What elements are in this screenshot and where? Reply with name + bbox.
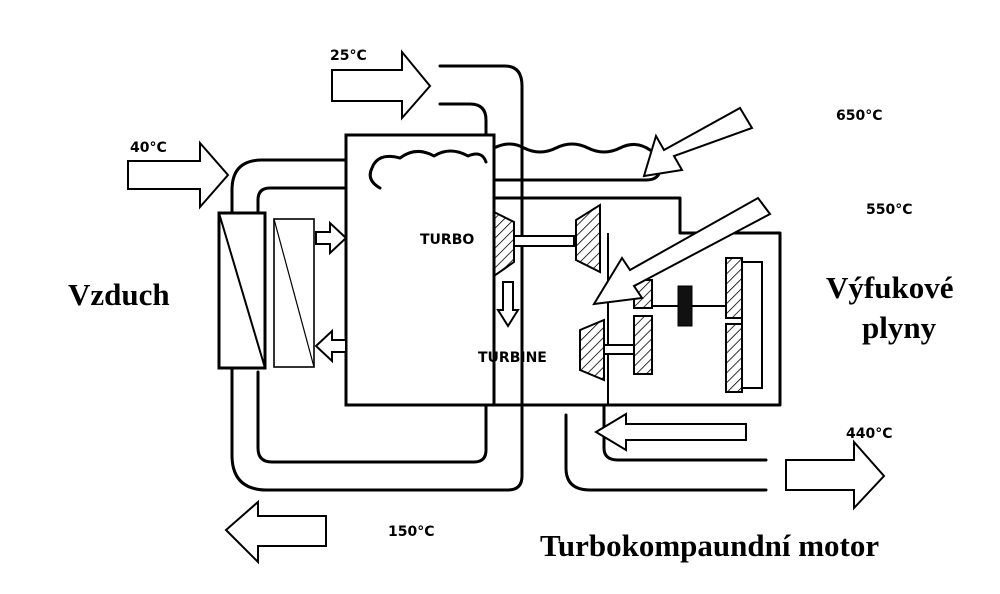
exhaust-pipe-outer [564, 413, 768, 492]
label-air: Vzduch [68, 277, 170, 312]
turbo-compressor-wheel [493, 210, 515, 278]
diagram-title: Turbokompaundní motor [540, 528, 879, 563]
arrow-440c-out [785, 439, 886, 511]
power-turbine-shaft [603, 344, 635, 355]
engine-block [344, 133, 496, 407]
arrow-650c-in [642, 106, 754, 178]
intake-pipe-lower [256, 370, 488, 464]
gear-large-upper [725, 257, 743, 319]
return-pipe-outer [230, 366, 524, 492]
gear-small-mid [633, 315, 653, 375]
exhaust-manifold-wave [492, 142, 662, 182]
label-exhaust-1: Výfukové [826, 270, 953, 305]
label-150c: 150°C [388, 524, 435, 540]
intake-pipe-outer [438, 64, 524, 442]
label-25c: 25°C [330, 48, 367, 64]
arrow-550c-in [592, 196, 772, 306]
intake-pipe-inner [438, 102, 488, 137]
gear-large-lower [725, 323, 743, 393]
turbo-turbine-wheel [575, 203, 601, 274]
label-turbo: TURBO [420, 232, 474, 248]
power-turbine-wheel [579, 318, 605, 382]
arrow-150c-out [224, 499, 327, 565]
label-40c: 40°C [130, 140, 167, 156]
cooler-arrow-top [315, 220, 348, 256]
cooler-loop-inner [256, 186, 348, 215]
label-turbine: TURBINE [478, 350, 547, 366]
label-exhaust-2: plyny [862, 310, 937, 345]
label-650c: 650°C [836, 108, 883, 124]
arrow-40c-in [127, 140, 230, 210]
arrow-turbo-down [496, 281, 520, 328]
label-440c: 440°C [846, 426, 893, 442]
arrow-25c-in [331, 49, 432, 121]
crank-gear [741, 261, 763, 389]
turbo-shaft [513, 235, 575, 247]
cooler-arrow-bottom [314, 328, 347, 364]
exhaust-pipe-inner [602, 403, 768, 462]
label-550c: 550°C [866, 202, 913, 218]
engine-manifold-wave [368, 149, 488, 190]
cooler-loop-outer [230, 158, 348, 215]
shaft-coupling [677, 285, 693, 327]
arrow-exhaust-return [594, 412, 747, 452]
